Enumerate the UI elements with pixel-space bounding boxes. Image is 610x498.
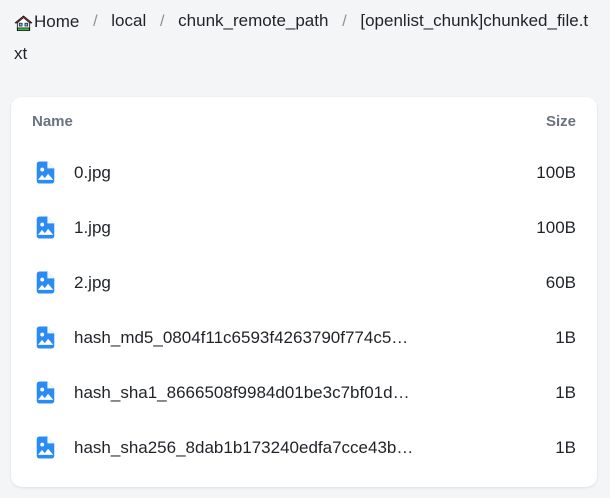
table-row[interactable]: hash_sha1_8666508f9984d01be3c7bf01d… 1B <box>28 365 580 420</box>
breadcrumb-item-local[interactable]: local <box>111 11 147 30</box>
table-row[interactable]: hash_sha256_8dab1b173240edfa7cce43b… 1B <box>28 420 580 475</box>
file-rows: 0.jpg 100B 1.jpg 100B <box>28 145 580 475</box>
file-size-label: 1B <box>555 327 576 347</box>
breadcrumb-current-item[interactable]: [openlist_chunk]chunked_file.txt <box>14 11 589 63</box>
breadcrumb-separator-1: / <box>93 13 98 30</box>
file-table-header: Name Size <box>28 97 580 145</box>
image-file-icon <box>32 214 59 241</box>
image-file-icon <box>32 324 59 351</box>
table-row[interactable]: hash_md5_0804f11c6593f4263790f774c5… 1B <box>28 310 580 365</box>
file-name-label: 0.jpg <box>74 162 111 182</box>
file-size-label: 100B <box>536 162 576 182</box>
file-name-cell: hash_md5_0804f11c6593f4263790f774c5… <box>32 324 516 351</box>
file-name-label: hash_md5_0804f11c6593f4263790f774c5… <box>74 327 409 347</box>
file-name-label: hash_sha256_8dab1b173240edfa7cce43b… <box>74 437 414 457</box>
breadcrumb-separator-3: / <box>342 13 347 30</box>
file-size-label: 100B <box>536 217 576 237</box>
file-table: Name Size 0.jpg 100B <box>11 97 597 475</box>
breadcrumb-item-home[interactable]: Home <box>14 6 79 38</box>
file-name-cell: 2.jpg <box>32 269 516 296</box>
image-file-icon <box>32 269 59 296</box>
breadcrumb-separator-2: / <box>159 13 165 30</box>
table-row[interactable]: 0.jpg 100B <box>28 145 580 200</box>
column-header-size[interactable]: Size <box>545 112 576 130</box>
file-name-label: hash_sha1_8666508f9984d01be3c7bf01d… <box>74 382 410 402</box>
table-row[interactable]: 1.jpg 100B <box>28 200 580 255</box>
column-header-name[interactable]: Name <box>32 112 73 130</box>
breadcrumb-item-chunk-remote-path[interactable]: chunk_remote_path <box>178 11 329 30</box>
file-name-label: 1.jpg <box>74 217 111 237</box>
image-file-icon <box>32 434 59 461</box>
image-file-icon <box>32 159 59 186</box>
file-size-label: 1B <box>555 382 576 402</box>
file-name-cell: hash_sha1_8666508f9984d01be3c7bf01d… <box>32 379 516 406</box>
home-icon <box>14 12 33 32</box>
image-file-icon <box>32 379 59 406</box>
file-name-cell: 1.jpg <box>32 214 516 241</box>
breadcrumb: Home / local / chunk_remote_path / [open… <box>0 0 610 70</box>
file-name-label: 2.jpg <box>74 272 111 292</box>
file-name-cell: hash_sha256_8dab1b173240edfa7cce43b… <box>32 434 516 461</box>
file-list-card: Name Size 0.jpg 100B <box>11 97 597 487</box>
file-size-label: 1B <box>555 437 576 457</box>
table-row[interactable]: 2.jpg 60B <box>28 255 580 310</box>
file-name-cell: 0.jpg <box>32 159 516 186</box>
breadcrumb-home-label[interactable]: Home <box>34 11 80 31</box>
file-size-label: 60B <box>545 272 576 292</box>
